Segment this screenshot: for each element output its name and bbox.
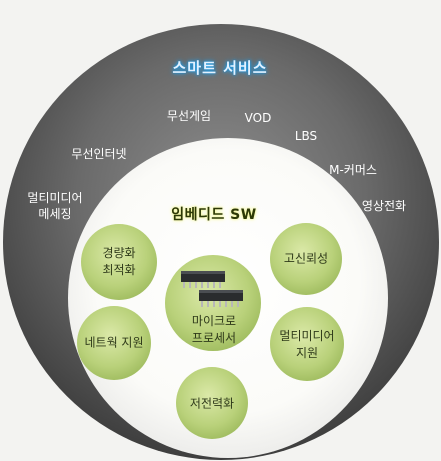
service-label-video-call: 영상전화 [361, 199, 407, 213]
service-label-m-commerce: M-커머스 [329, 163, 377, 177]
circle-label-multimedia: 멀티미디어 지원 [279, 329, 335, 360]
circle-label-low-power: 저전력화 [189, 396, 235, 411]
circle-label-reliability: 고신뢰성 [283, 251, 329, 266]
service-label-lbs: LBS [294, 129, 318, 143]
outer-title: 스마트 서비스 [172, 59, 268, 77]
service-label-wireless-internet: 무선인터넷 [71, 147, 127, 161]
green-circle-lightweight [81, 224, 157, 300]
green-circle-network [77, 306, 151, 380]
green-circle-low-power [176, 367, 248, 439]
microchip-icon [181, 271, 243, 307]
circle-label-microprocessor: 마이크로 프로세서 [191, 314, 237, 345]
inner-title: 임베디드 SW [171, 207, 257, 223]
circle-label-network: 네트웍 지원 [84, 335, 144, 350]
service-label-vod: VOD [244, 111, 272, 125]
green-circle-multimedia [270, 307, 344, 381]
service-label-wireless-game: 무선게임 [166, 109, 212, 123]
service-label-multimedia-messaging: 멀티미디어 메세징 [27, 191, 83, 221]
circle-label-lightweight: 경량화 최적화 [102, 246, 136, 277]
green-circle-reliability [270, 223, 342, 295]
